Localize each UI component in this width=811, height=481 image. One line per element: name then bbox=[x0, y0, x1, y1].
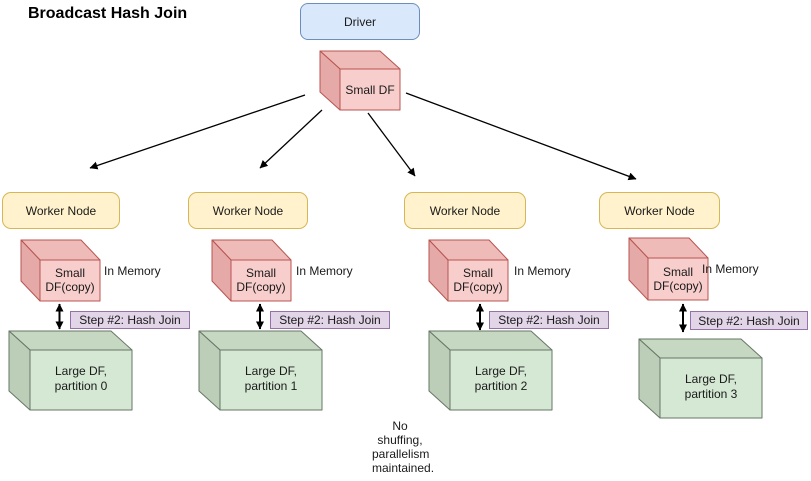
worker-node-2: Worker Node bbox=[188, 192, 308, 229]
driver-node: Driver bbox=[300, 3, 420, 40]
in-memory-label-1: In Memory bbox=[104, 264, 161, 278]
in-memory-label-2: In Memory bbox=[296, 264, 353, 278]
large-df-label-2: Large DF, partition 1 bbox=[244, 364, 298, 393]
large-df-cube-1 bbox=[8, 330, 133, 411]
small-df-cube bbox=[319, 50, 401, 111]
large-df-label-1: Large DF, partition 0 bbox=[54, 364, 108, 393]
small-df-copy-label-2: Small DF(copy) bbox=[236, 266, 286, 294]
broadcast-arrow-3 bbox=[367, 112, 416, 177]
in-memory-label-4: In Memory bbox=[702, 262, 759, 276]
small-df-copy-cube-1 bbox=[20, 239, 101, 302]
worker-node-1: Worker Node bbox=[2, 192, 120, 229]
large-df-cubes bbox=[8, 330, 763, 419]
small-df-copy-label-1: Small DF(copy) bbox=[45, 266, 95, 294]
small-df-copy-label-3: Small DF(copy) bbox=[453, 266, 503, 294]
large-df-label-3: Large DF, partition 2 bbox=[474, 364, 528, 393]
broadcast-arrow-1 bbox=[89, 94, 306, 170]
small-df-copy-cube-3 bbox=[428, 239, 509, 302]
hash-join-step-badge-4: Step #2: Hash Join bbox=[690, 311, 808, 330]
broadcast-arrows bbox=[89, 92, 637, 181]
worker-node-3: Worker Node bbox=[404, 192, 526, 229]
broadcast-arrow-2 bbox=[259, 109, 323, 169]
small-df-copy-cube-2 bbox=[211, 239, 292, 302]
large-df-cube-2 bbox=[198, 330, 323, 411]
hash-join-step-badge-1: Step #2: Hash Join bbox=[70, 311, 190, 329]
hash-join-step-badge-3: Step #2: Hash Join bbox=[489, 311, 609, 329]
small-df-label: Small DF bbox=[345, 83, 395, 97]
large-df-cube-3 bbox=[428, 330, 553, 411]
hash-join-step-badge-2: Step #2: Hash Join bbox=[270, 311, 390, 329]
worker-node-4: Worker Node bbox=[599, 192, 720, 229]
small-df-copy-cubes bbox=[20, 237, 709, 302]
small-df-copy-cube-4 bbox=[628, 237, 709, 301]
in-memory-label-3: In Memory bbox=[514, 264, 571, 278]
small-df-copy-label-4: Small DF(copy) bbox=[653, 265, 703, 293]
hash-join-arrows bbox=[55, 303, 687, 333]
large-df-cube-4 bbox=[638, 338, 763, 419]
note-text: No shuffing, parallelism maintained. bbox=[372, 419, 435, 475]
diagram-title: Broadcast Hash Join bbox=[28, 5, 188, 22]
broadcast-arrow-4 bbox=[405, 92, 637, 181]
large-df-label-4: Large DF, partition 3 bbox=[684, 372, 738, 401]
